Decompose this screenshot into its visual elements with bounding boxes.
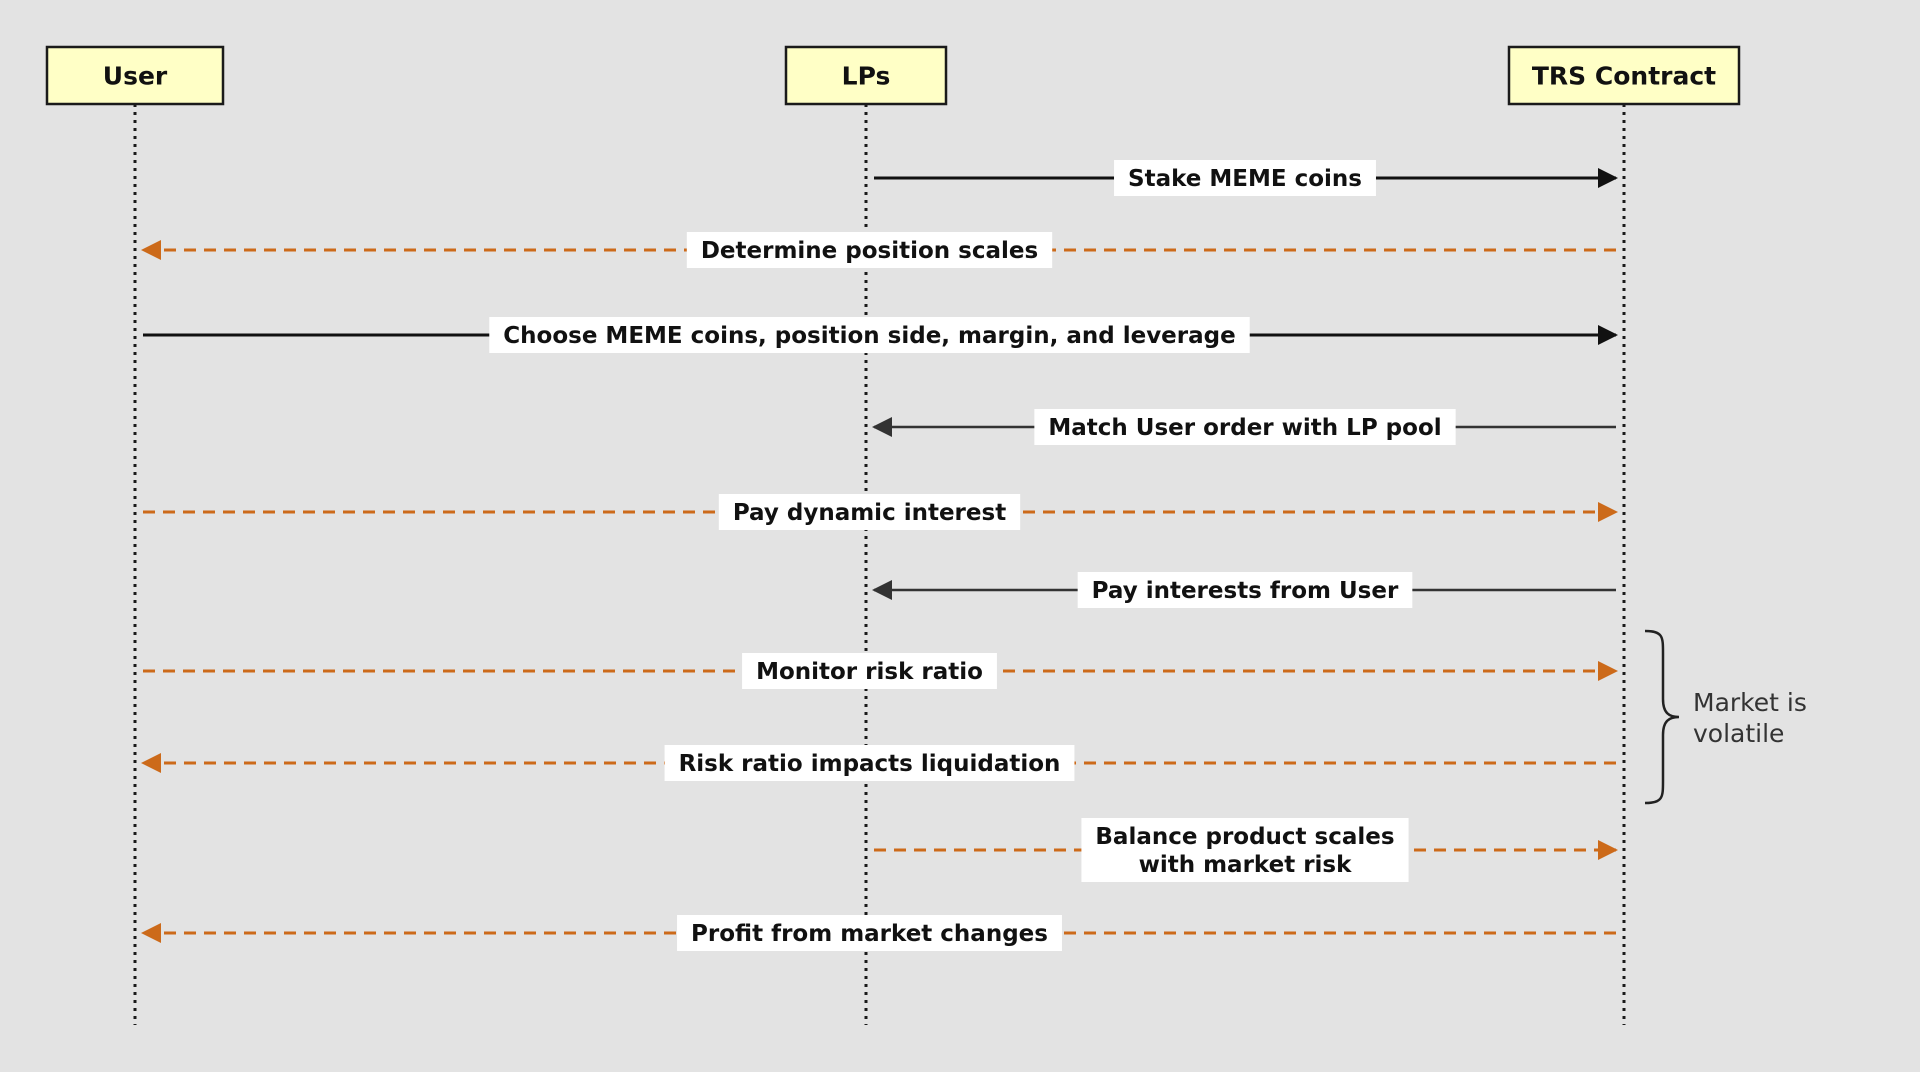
- message-label-bg-4: [1034, 409, 1456, 445]
- message-label-bg-7: [742, 653, 997, 689]
- message-label-bg-1: [1114, 160, 1376, 196]
- message-label-bg-6: [1077, 572, 1413, 608]
- message-label-8: Risk ratio impacts liquidation: [679, 751, 1061, 777]
- message-label-6: Pay interests from User: [1092, 578, 1399, 604]
- message-6: Pay interests from User: [872, 572, 1616, 608]
- message-label-bg-5: [718, 494, 1021, 530]
- message-label-1: Stake MEME coins: [1128, 166, 1362, 192]
- message-5: Pay dynamic interest: [143, 494, 1618, 530]
- message-7: Monitor risk ratio: [143, 653, 1618, 689]
- message-3: Choose MEME coins, position side, margin…: [143, 317, 1618, 353]
- message-label-bg-3: [489, 317, 1250, 353]
- message-2: Determine position scales: [141, 232, 1616, 268]
- note-label: Market is: [1693, 688, 1807, 717]
- actor-box-lps: [784, 45, 948, 106]
- message-label-10: Profit from market changes: [691, 921, 1048, 947]
- message-8: Risk ratio impacts liquidation: [141, 745, 1616, 781]
- message-1: Stake MEME coins: [874, 160, 1618, 196]
- message-label-2: Determine position scales: [701, 238, 1038, 264]
- message-label-bg-8: [664, 745, 1075, 781]
- message-label-7: Monitor risk ratio: [756, 659, 983, 685]
- message-4: Match User order with LP pool: [872, 409, 1616, 445]
- actor-label-trs: TRS Contract: [1532, 62, 1716, 91]
- actors: User LPs TRS Contract: [45, 45, 1741, 106]
- actor-box-trs: [1507, 45, 1741, 106]
- actor-box-user: [45, 45, 225, 106]
- actor-trs: TRS Contract: [1507, 45, 1741, 106]
- message-label-bg-2: [686, 232, 1053, 268]
- message-label-3: Choose MEME coins, position side, margin…: [503, 323, 1235, 349]
- message-10: Profit from market changes: [141, 915, 1616, 951]
- message-label-bg-10: [677, 915, 1062, 951]
- actor-user: User: [45, 45, 225, 106]
- message-label-4: Match User order with LP pool: [1048, 415, 1441, 441]
- message-label-5: Pay dynamic interest: [733, 500, 1006, 526]
- message-label-bg-9: [1081, 818, 1409, 882]
- message-label-9: Balance product scales: [1095, 824, 1394, 850]
- note-brace: [1644, 629, 1680, 805]
- note-label: volatile: [1693, 719, 1784, 748]
- actor-label-user: User: [103, 62, 168, 91]
- message-label-9: with market risk: [1139, 852, 1353, 878]
- actor-label-lps: LPs: [842, 62, 891, 91]
- actor-lps: LPs: [784, 45, 948, 106]
